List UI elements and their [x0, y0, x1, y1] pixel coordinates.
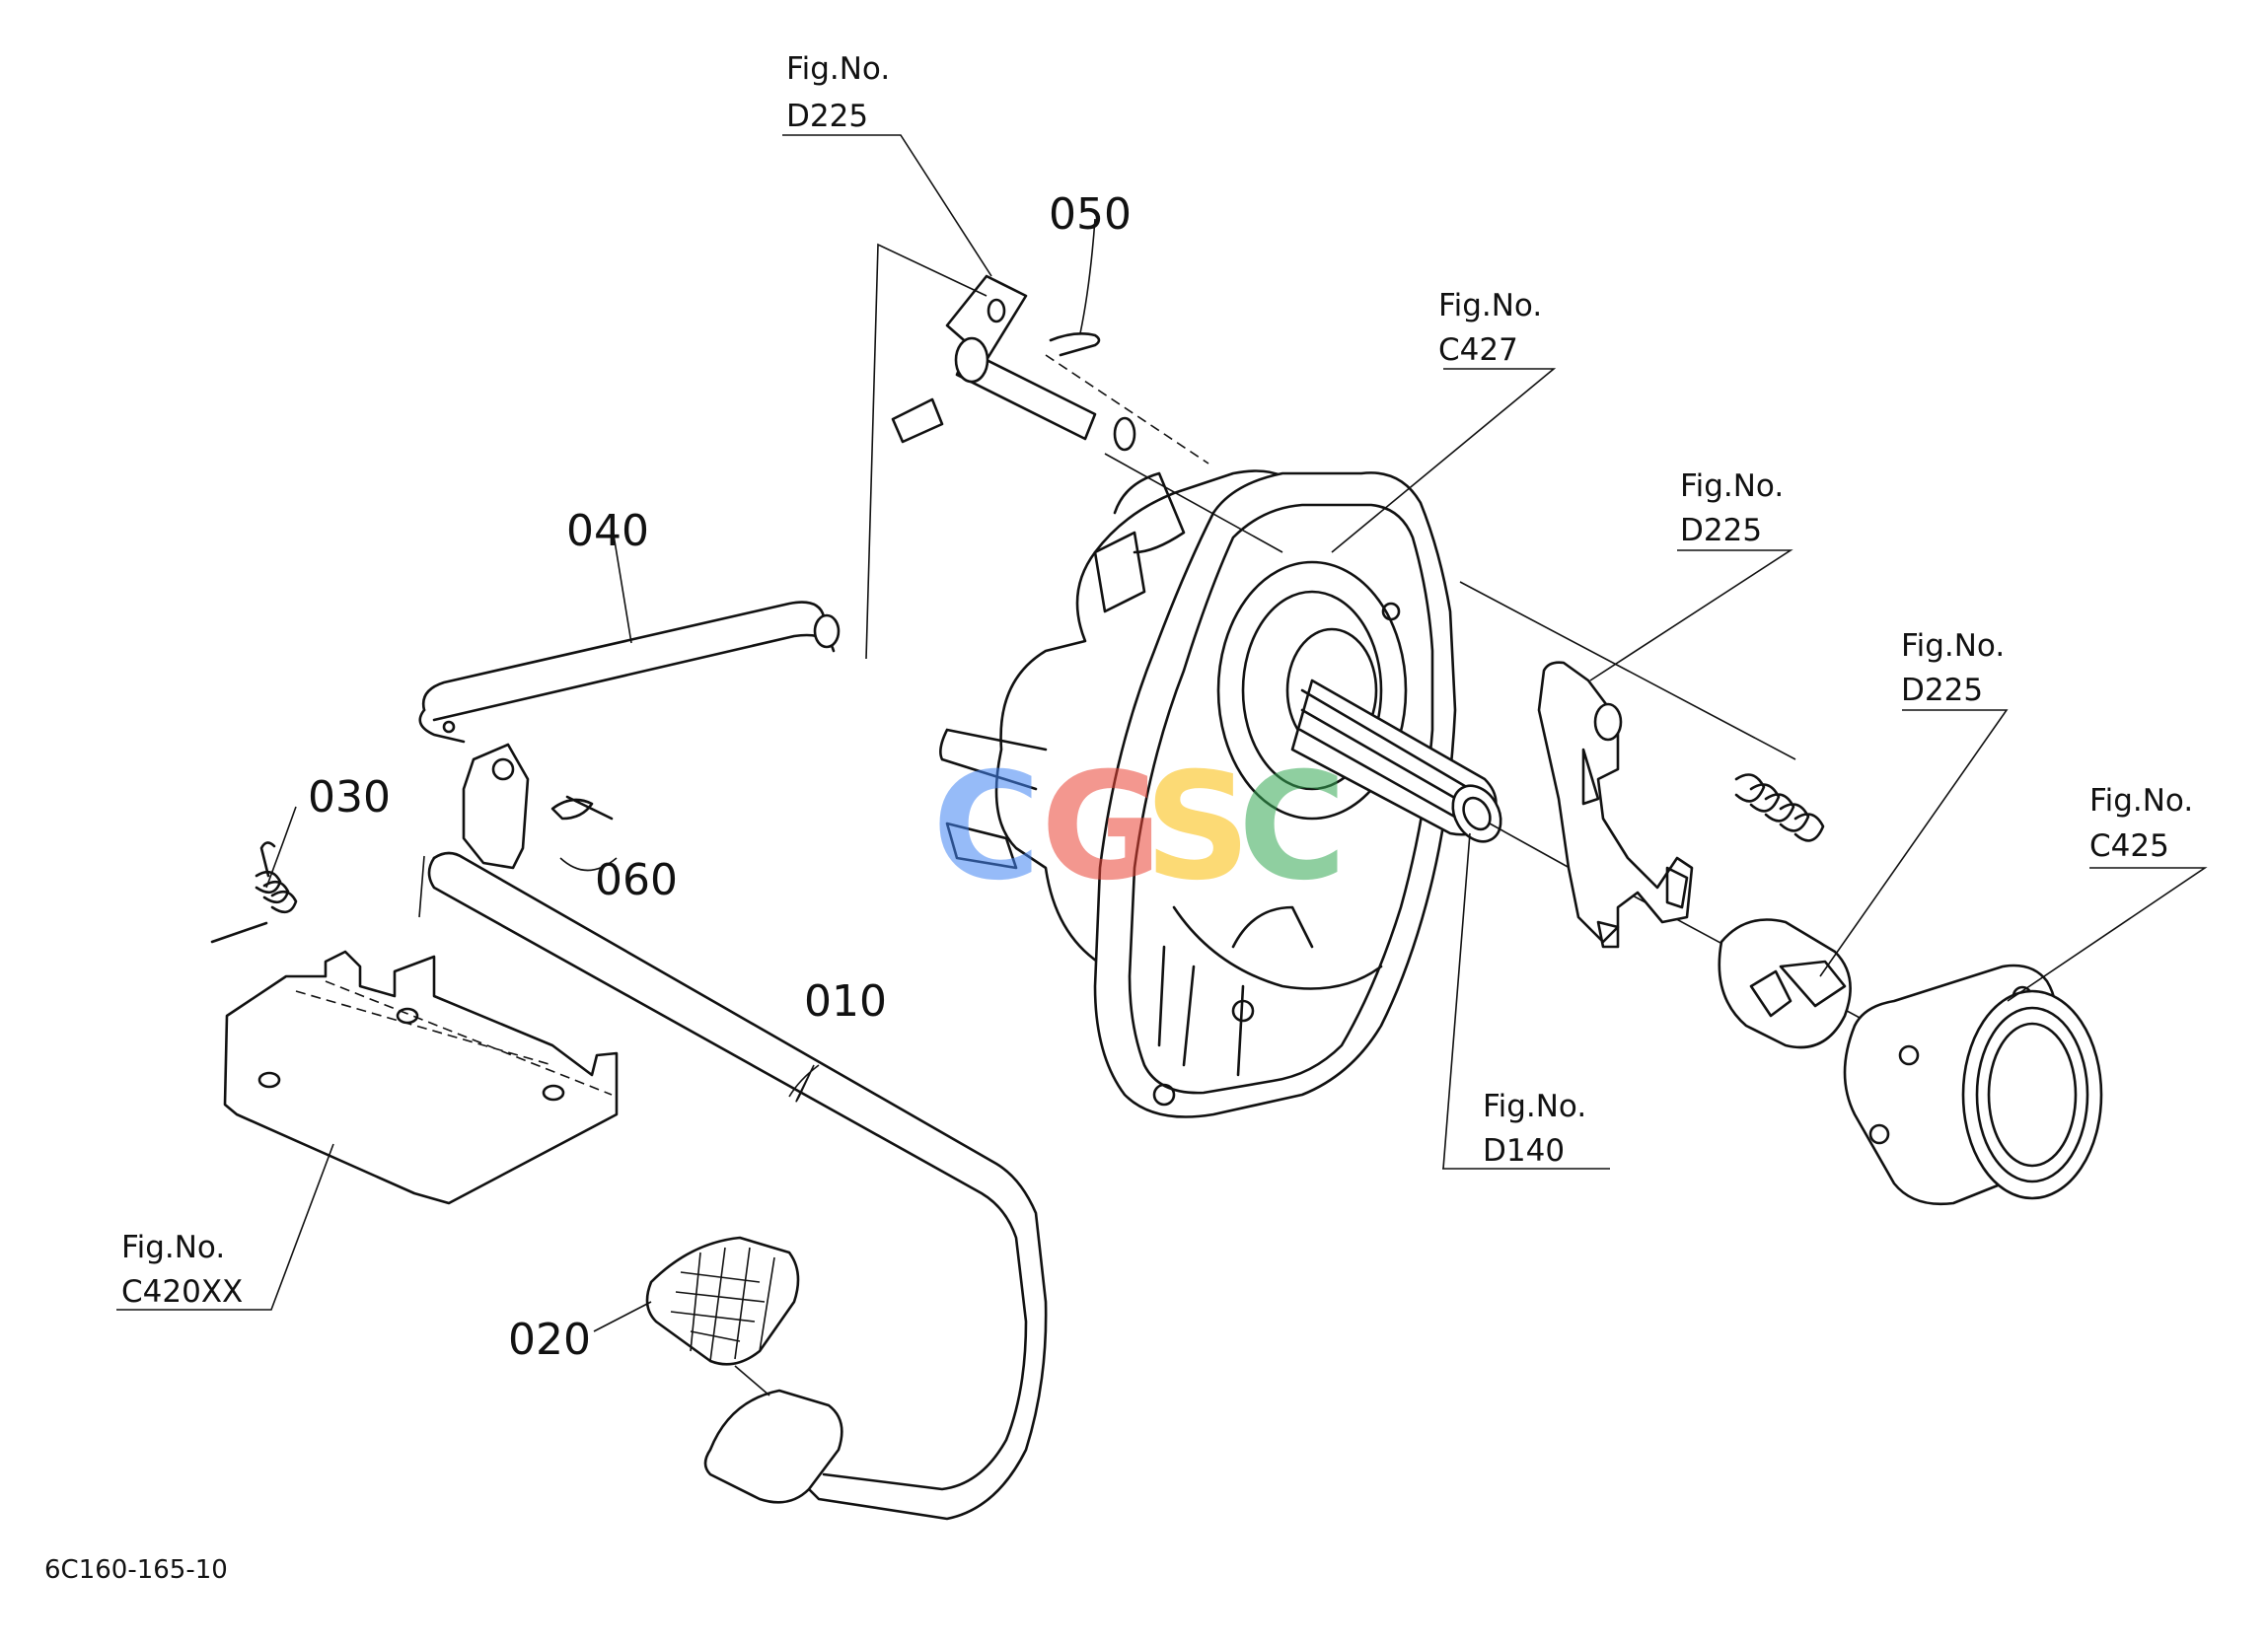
rod-leader-line [865, 243, 988, 660]
figref-c425-prefix: Fig.No. [2089, 783, 2193, 819]
figref-d225-right-a-prefix: Fig.No. [1680, 468, 1784, 504]
figref-d140-code: D140 [1483, 1133, 1565, 1169]
watermark-letter-1: C [932, 742, 1041, 913]
collar-illustration [1718, 918, 1852, 1049]
callout-040: 040 [566, 506, 649, 556]
figref-d225-right-b-code: D225 [1901, 673, 1983, 708]
shift-fork-illustration [1537, 661, 1694, 949]
figref-top-d225-code: D225 [786, 99, 868, 134]
watermark-letter-2: G [1041, 742, 1162, 913]
watermark-letter-3: S [1144, 742, 1251, 913]
figref-c425-code: C425 [2089, 828, 2169, 864]
callout-020: 020 [508, 1315, 591, 1365]
return-spring-illustration [210, 841, 298, 944]
figref-d225-right-a-code: D225 [1680, 513, 1762, 548]
spring-illustration [1734, 773, 1825, 842]
splined-shaft-illustration [1290, 679, 1502, 843]
figref-d140-prefix: Fig.No. [1483, 1089, 1586, 1124]
figref-c427-code: C427 [1438, 332, 1518, 368]
mounting-bracket-illustration [223, 950, 619, 1205]
bearing-housing-illustration [1843, 964, 2103, 1206]
pedal-shaft-illustration [418, 851, 1048, 1521]
callout-060: 060 [595, 855, 678, 905]
rod-illustration [418, 601, 841, 744]
pin-assembly-illustration [891, 274, 1136, 452]
figref-d225-right-b-prefix: Fig.No. [1901, 628, 2005, 664]
callout-010: 010 [804, 976, 887, 1027]
arm-illustration [462, 743, 530, 870]
spring-clip-illustration [550, 795, 614, 821]
watermark-logo: C G S C [932, 742, 1347, 913]
watermark-letter-4: C [1238, 742, 1347, 913]
diagram-code: 6C160-165-10 [44, 1555, 228, 1585]
figref-top-d225-prefix: Fig.No. [786, 51, 890, 87]
leader-lines [116, 134, 2208, 1332]
figref-c420xx-prefix: Fig.No. [121, 1230, 225, 1265]
callout-030: 030 [308, 772, 391, 823]
figref-c427-prefix: Fig.No. [1438, 288, 1542, 323]
callout-050: 050 [1049, 189, 1132, 240]
figref-c420xx-code: C420XX [121, 1274, 243, 1310]
pedal-pad-illustration [645, 1236, 843, 1504]
